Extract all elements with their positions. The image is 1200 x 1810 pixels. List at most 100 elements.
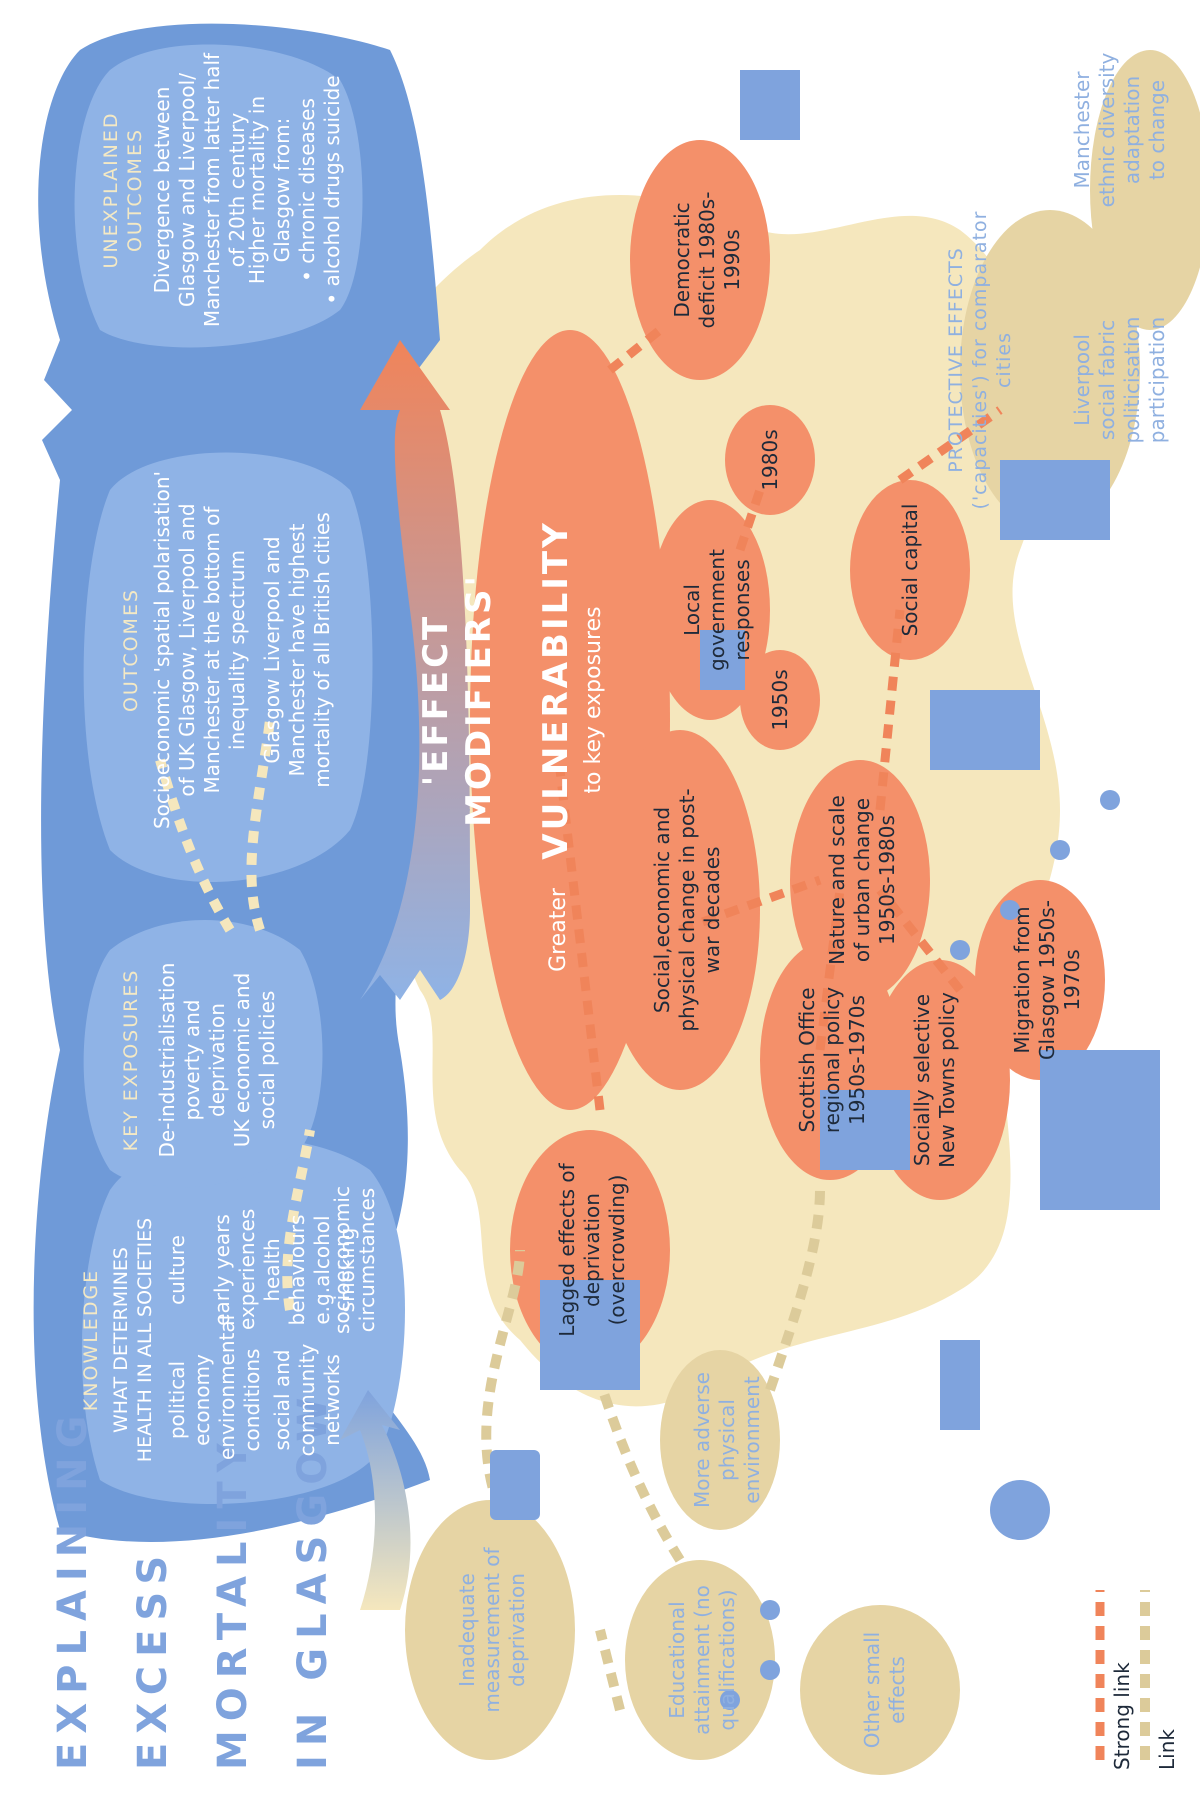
- strong-link: [897, 406, 1003, 484]
- unexplained-item-4: • alcohol drugs suicide: [320, 75, 344, 305]
- exposure-link: [246, 719, 275, 932]
- new-towns-label: Socially selective New Towns policy: [910, 992, 959, 1168]
- democratic-node: [630, 140, 770, 380]
- physical-node: [660, 1350, 780, 1530]
- unexplained-header: UNEXPLAINED OUTCOMES: [100, 111, 146, 269]
- link: [575, 1308, 685, 1563]
- legend-strong-label: Strong link: [1110, 1662, 1134, 1770]
- outcomes-item-1: Socioeconomic 'spatial polarisation' of …: [150, 471, 249, 830]
- strong-link: [875, 609, 905, 811]
- other-label: Other small effects: [860, 1631, 909, 1749]
- town-hall-icon: [700, 630, 745, 690]
- social-capital-node: [850, 480, 970, 660]
- small-effects-arrow: [340, 1390, 411, 1610]
- knowledge-item-social-networks: social and community networks: [270, 1343, 344, 1457]
- tan-nodes: [405, 50, 1200, 1775]
- key-exposures-item-2: UK economic and social policies: [230, 972, 279, 1148]
- manchester-line-3: adaptation: [1120, 75, 1144, 185]
- local-gov-label: Local government responses: [680, 549, 754, 671]
- rubbish-icon: [940, 1340, 980, 1430]
- d1950-label: 1950s: [768, 669, 792, 731]
- title-line-2: EXCESS: [130, 1546, 176, 1770]
- scottish-office-label: Scottish Office regional policy 1950s-19…: [795, 986, 869, 1134]
- manchester-line-1: Manchester: [1070, 71, 1094, 189]
- unexplained-item-1: Divergence between Glasgow and Liverpool…: [150, 52, 249, 328]
- link: [595, 1628, 625, 1712]
- strong-link: [555, 769, 605, 1111]
- inadequate-node: [405, 1500, 575, 1760]
- key-exposures-blob: [83, 920, 323, 1188]
- legend-link-label: Link: [1155, 1729, 1179, 1770]
- knowledge-item-environmental: environmental conditions: [215, 1314, 264, 1460]
- strong-link: [607, 326, 663, 374]
- manchester-node: [1090, 50, 1200, 330]
- effect-modifiers-arrow: [360, 340, 470, 1000]
- office-worker-icon: [820, 1090, 910, 1170]
- urban-change-node: [790, 760, 930, 1000]
- key-exposures-header: KEY EXPOSURES: [120, 968, 142, 1152]
- democratic-label: Democratic deficit 1980s-1990s: [670, 191, 744, 329]
- d1950-node: [740, 650, 820, 750]
- icons: [490, 70, 1160, 1540]
- knowledge-header: KNOWLEDGE: [80, 1268, 102, 1412]
- educational-label: Educational attainment (no qualification…: [665, 1585, 739, 1735]
- knowledge-item-culture: culture: [165, 1235, 189, 1305]
- crowd-icon: [1100, 790, 1120, 810]
- physical-label: More adverse physical environment: [690, 1372, 764, 1508]
- outcomes-blob: [83, 452, 373, 882]
- exposure-link: [155, 758, 235, 933]
- strong-link: [678, 875, 822, 935]
- factory-icon: [1040, 1050, 1160, 1210]
- banknote-icon: [490, 1450, 540, 1520]
- social-change-node: [600, 730, 760, 1090]
- couple-icon: [1000, 460, 1110, 540]
- orange-nodes: [470, 140, 1105, 1370]
- liverpool-line-2: social fabric: [1095, 319, 1119, 441]
- urban-change-label: Nature and scale of urban change 1950s-1…: [825, 795, 899, 965]
- lagged-label: Lagged effects of deprivation (overcrowd…: [555, 1163, 629, 1337]
- protective-header: PROTECTIVE EFFECTS ('capacities') for co…: [945, 210, 1015, 510]
- manchester-line-4: to change: [1145, 79, 1169, 181]
- outcomes-item-2: Glasgow Liverpool and Manchester have hi…: [260, 512, 334, 788]
- people-icon: [760, 1600, 780, 1620]
- crowd-icon: [1000, 900, 1020, 920]
- liverpool-line-3: politicisation: [1120, 316, 1144, 444]
- ballot-box-icon: [740, 70, 800, 140]
- strong-link: [876, 887, 964, 993]
- title-line-3: MORTALITY: [210, 1434, 256, 1770]
- d1980-node: [725, 405, 815, 515]
- link: [481, 1249, 525, 1512]
- social-change-label: Social,economic and physical change in p…: [650, 788, 724, 1032]
- d1980-label: 1980s: [758, 429, 782, 491]
- title-line-1: EXPLAINING: [50, 1406, 96, 1770]
- protective-liverpool: Liverpool social fabric politicisation p…: [1070, 250, 1170, 510]
- beer-can-icon: [990, 1480, 1050, 1540]
- link: [765, 1189, 825, 1392]
- strong-link: [735, 488, 765, 552]
- knowledge-item-early-years: early years experiences: [210, 1208, 259, 1330]
- unexplained-item-2: Higher mortality in Glasgow from:: [245, 95, 294, 285]
- outcomes-header: OUTCOMES: [120, 587, 142, 713]
- tower-block-icon: [930, 690, 1040, 770]
- people-icon: [720, 1690, 740, 1710]
- other-node: [800, 1605, 960, 1775]
- vulnerability-prefix: Greater: [546, 888, 571, 972]
- knowledge-blob: [81, 1138, 405, 1504]
- vulnerability-main: VULNERABILITY: [536, 520, 576, 860]
- protective-manchester: Manchester ethnic diversity adaptation t…: [1070, 30, 1170, 230]
- migration-node: [975, 880, 1105, 1080]
- manchester-line-2: ethnic diversity: [1095, 52, 1119, 208]
- vulnerability-suffix: to key exposures: [581, 606, 606, 794]
- social-capital-label: Social capital: [898, 503, 922, 637]
- exposure-link: [282, 1129, 315, 1311]
- strong-link: [815, 889, 845, 1051]
- educational-node: [625, 1560, 775, 1760]
- knowledge-item-political-economy: political economy: [165, 1354, 214, 1446]
- protective-node: [960, 210, 1140, 530]
- links: [155, 326, 1003, 1712]
- liverpool-line-1: Liverpool: [1070, 334, 1094, 426]
- crowd-icon: [1050, 840, 1070, 860]
